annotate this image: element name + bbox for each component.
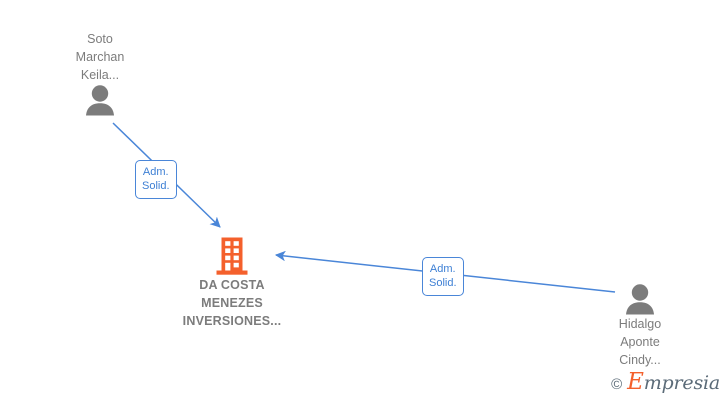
brand-initial: E: [627, 369, 644, 395]
company-name-label: DA COSTA MENEZES INVERSIONES...: [182, 278, 282, 328]
person-icon: [626, 284, 654, 315]
watermark-empresia: © Empresia: [611, 369, 720, 395]
person-icon: [86, 85, 114, 116]
brand-rest: mpresia: [643, 372, 720, 394]
edge-label-hidalgo-to-company[interactable]: Adm. Solid.: [422, 257, 464, 296]
edge-label-soto-to-company[interactable]: Adm. Solid.: [135, 160, 177, 199]
brand-name: Empresia: [627, 369, 720, 395]
person-name-label: Hidalgo Aponte Cindy...: [618, 317, 662, 367]
node-person-hidalgo-aponte[interactable]: Hidalgo Aponte Cindy...: [580, 283, 700, 369]
copyright-icon: ©: [611, 376, 623, 393]
building-icon: [216, 237, 248, 275]
node-person-soto-marchan[interactable]: Soto Marchan Keila...: [40, 30, 160, 116]
node-company-da-costa[interactable]: DA COSTA MENEZES INVERSIONES...: [157, 236, 307, 330]
person-name-label: Soto Marchan Keila...: [75, 32, 125, 82]
